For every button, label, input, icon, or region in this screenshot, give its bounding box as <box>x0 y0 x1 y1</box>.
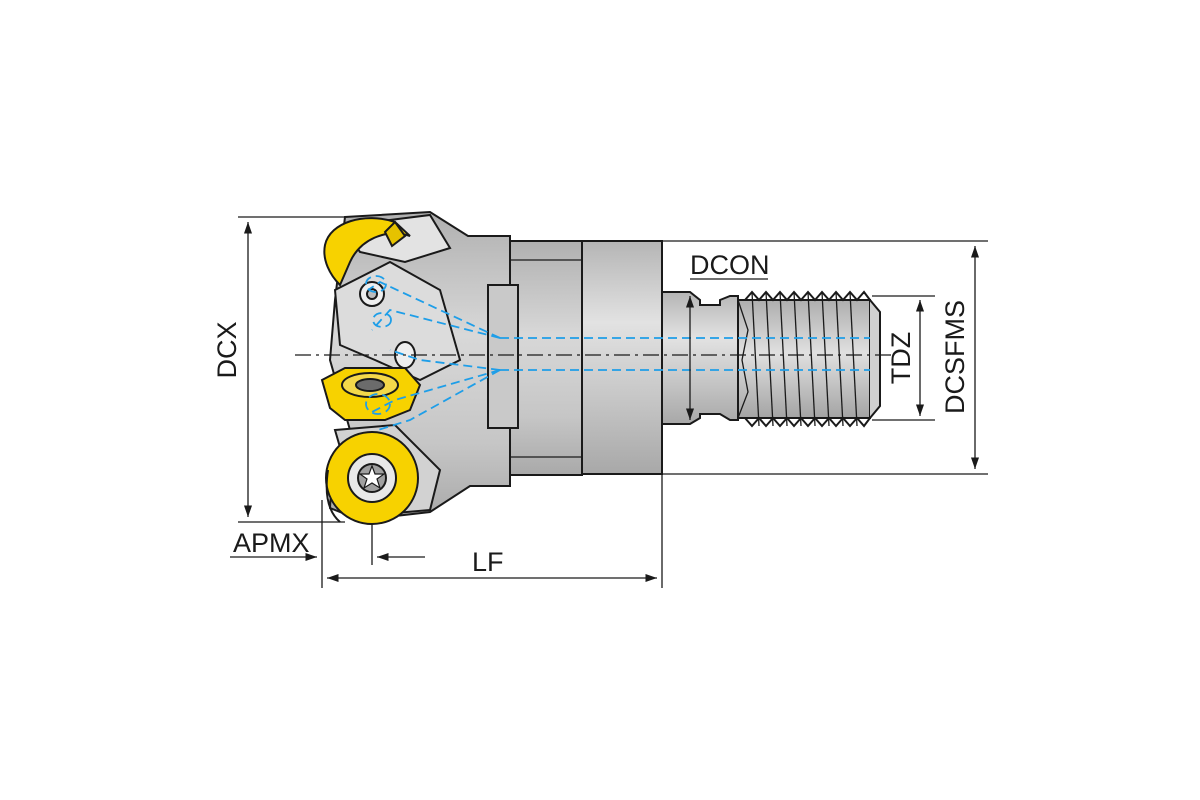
thread-neck <box>661 291 739 425</box>
torx-screw-icon <box>357 463 387 493</box>
insert-icon <box>320 217 422 525</box>
label-lf: LF <box>472 547 504 577</box>
label-apmx: APMX <box>233 528 310 558</box>
label-dcx: DCX <box>212 321 242 378</box>
shank-collar <box>581 240 663 475</box>
label-dcsfms: DCSFMS <box>940 300 970 414</box>
coolant-channels <box>365 275 870 431</box>
insert-top <box>323 217 411 287</box>
dimension-lines <box>230 222 980 583</box>
extension-lines <box>238 216 988 588</box>
neck-ring <box>509 240 583 476</box>
label-tdz: TDZ <box>886 332 916 384</box>
label-dcon: DCON <box>690 250 770 280</box>
thread-icon <box>737 290 881 428</box>
wrench-flat <box>487 284 519 429</box>
